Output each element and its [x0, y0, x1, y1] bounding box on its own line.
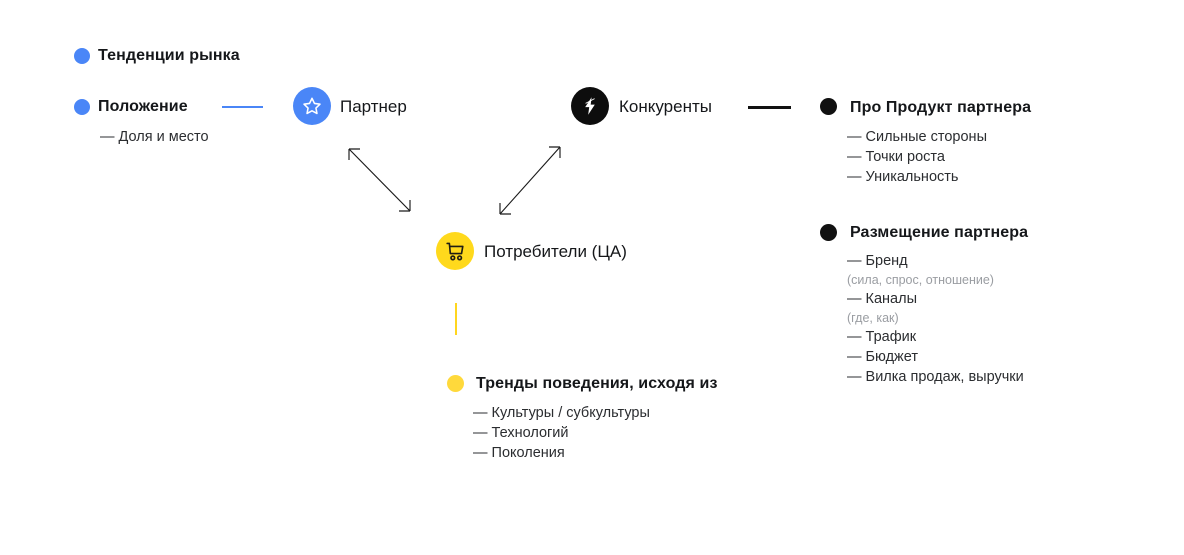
behavior-trends-item-list: — Культуры / субкультуры — Технологий — … [473, 403, 650, 463]
placement-item: — Каналы [847, 291, 917, 307]
position-bullet-icon [74, 99, 90, 115]
market-trends-label: Тенденции рынка [98, 47, 240, 64]
placement-item: — Бюджет [847, 349, 918, 365]
placement-item-list: — Бренд (сила, спрос, отношение) — Канал… [847, 251, 1024, 387]
product-item: — Точки роста [847, 149, 945, 165]
placement-bullet-icon [820, 224, 837, 241]
shopping-cart-icon[interactable] [436, 232, 474, 270]
black-connector-line [748, 106, 791, 109]
behavior-trends-item: — Культуры / субкультуры [473, 405, 650, 421]
placement-item-note: (где, как) [847, 311, 899, 325]
competitors-label: Конкуренты [619, 97, 712, 116]
double-arrow-right [499, 146, 561, 215]
partner-label: Партнер [340, 97, 407, 116]
placement-item: — Бренд [847, 253, 908, 269]
behavior-trends-item: — Технологий [473, 425, 569, 441]
lightning-bolt-icon[interactable] [571, 87, 609, 125]
product-bullet-icon [820, 98, 837, 115]
double-arrow-left [348, 148, 411, 212]
placement-heading: Размещение партнера [850, 224, 1029, 241]
behavior-trends-heading: Тренды поведения, исходя из [476, 375, 718, 392]
blue-connector-line [222, 106, 263, 108]
star-icon[interactable] [293, 87, 331, 125]
product-item-list: — Сильные стороны — Точки роста — Уникал… [847, 127, 987, 187]
behavior-trends-bullet-icon [447, 375, 464, 392]
product-heading: Про Продукт партнера [850, 99, 1032, 116]
consumers-label: Потребители (ЦА) [484, 242, 627, 261]
position-label: Положение [98, 98, 188, 115]
behavior-trends-item: — Поколения [473, 445, 565, 461]
product-item: — Уникальность [847, 169, 959, 185]
yellow-vertical-line [455, 303, 457, 335]
market-trends-bullet-icon [74, 48, 90, 64]
position-item-0: — Доля и место [100, 129, 209, 145]
product-item: — Сильные стороны [847, 129, 987, 145]
placement-item: — Трафик [847, 329, 917, 345]
placement-item-note: (сила, спрос, отношение) [847, 273, 994, 287]
placement-item: — Вилка продаж, выручки [847, 369, 1024, 385]
